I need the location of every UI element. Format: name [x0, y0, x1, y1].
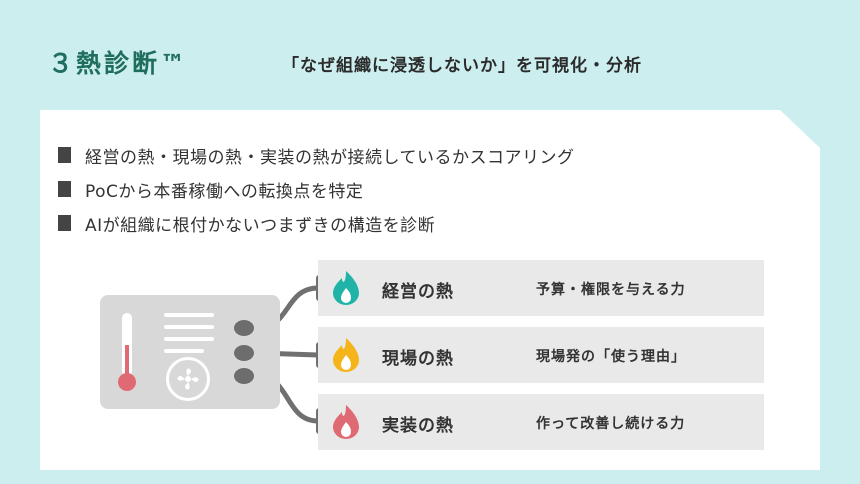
fan-icon	[166, 357, 210, 401]
bullet-item: 経営の熱・現場の熱・実装の熱が接続しているかスコアリング	[58, 138, 575, 172]
thermostat-device	[100, 295, 280, 409]
bullet-item: AIが組織に根付かないつまずきの構造を診断	[58, 206, 575, 240]
dial-knob	[234, 345, 254, 361]
heat-row-management: 経営の熱 予算・権限を与える力	[318, 260, 764, 316]
bullet-square-icon	[58, 147, 71, 163]
vent-line	[164, 313, 214, 317]
page-title: ３熱診断™	[48, 49, 189, 78]
heat-description: 予算・権限を与える力	[536, 282, 686, 298]
heat-description: 作って改善し続ける力	[536, 416, 686, 432]
heat-name: 経営の熱	[382, 282, 454, 302]
heat-row-implementation: 実装の熱 作って改善し続ける力	[318, 394, 764, 450]
dial-knob	[234, 368, 254, 384]
bullet-text: PoCから本番稼働への転換点を特定	[85, 181, 364, 202]
flame-icon	[333, 405, 359, 439]
vent-line	[164, 349, 204, 353]
bullet-square-icon	[58, 181, 71, 197]
page-subtitle: 「なぜ組織に浸透しないか」を可視化・分析	[282, 56, 642, 76]
flame-icon	[333, 338, 359, 372]
vent-line	[164, 337, 214, 341]
vent-line	[164, 325, 214, 329]
bullet-text: 経営の熱・現場の熱・実装の熱が接続しているかスコアリング	[85, 147, 575, 168]
heat-row-field: 現場の熱 現場発の「使う理由」	[318, 327, 764, 383]
bullet-square-icon	[58, 215, 71, 231]
heat-description: 現場発の「使う理由」	[536, 349, 686, 365]
bullet-item: PoCから本番稼働への転換点を特定	[58, 172, 575, 206]
heat-name: 現場の熱	[382, 349, 454, 369]
flame-icon	[333, 271, 359, 305]
bullet-text: AIが組織に根付かないつまずきの構造を診断	[85, 215, 436, 236]
heat-name: 実装の熱	[382, 416, 454, 436]
bullet-list: 経営の熱・現場の熱・実装の熱が接続しているかスコアリング PoCから本番稼働への…	[58, 138, 575, 240]
dial-knob	[234, 320, 254, 336]
